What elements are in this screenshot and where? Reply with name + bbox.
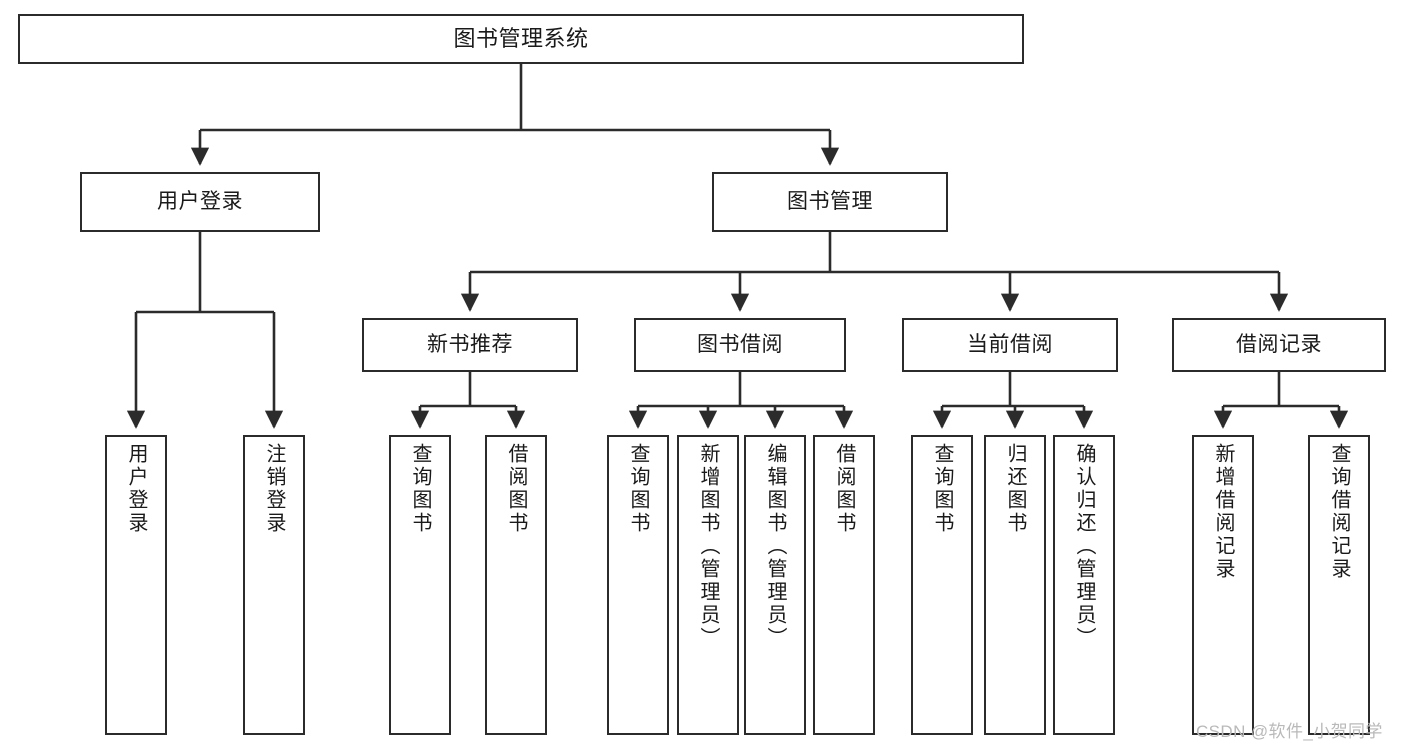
node-leaf-confirm-return-label: 确认归还（管理员） [1073, 443, 1095, 650]
node-leaf-borrow-book-1-label: 借阅图书 [505, 443, 527, 535]
node-leaf-query-book-2[interactable]: 查询图书 [607, 435, 669, 735]
node-new-book-rec[interactable]: 新书推荐 [362, 318, 578, 372]
node-leaf-user-login-label: 用户登录 [125, 443, 147, 535]
node-borrow-record[interactable]: 借阅记录 [1172, 318, 1386, 372]
node-leaf-logout-label: 注销登录 [263, 443, 285, 535]
node-leaf-borrow-book-2[interactable]: 借阅图书 [813, 435, 875, 735]
csdn-watermark: CSDN @软件_小贺同学 [1196, 722, 1383, 741]
node-current-borrow-label: 当前借阅 [967, 332, 1053, 356]
node-book-borrow[interactable]: 图书借阅 [634, 318, 846, 372]
node-leaf-logout[interactable]: 注销登录 [243, 435, 305, 735]
node-leaf-return-book-label: 归还图书 [1004, 443, 1026, 535]
node-leaf-add-book-label: 新增图书（管理员） [697, 443, 719, 650]
node-leaf-query-book-1[interactable]: 查询图书 [389, 435, 451, 735]
node-leaf-query-book-3-label: 查询图书 [931, 443, 953, 535]
node-leaf-add-record[interactable]: 新增借阅记录 [1192, 435, 1254, 735]
node-book-borrow-label: 图书借阅 [697, 332, 783, 356]
node-leaf-borrow-book-2-label: 借阅图书 [833, 443, 855, 535]
node-leaf-add-book[interactable]: 新增图书（管理员） [677, 435, 739, 735]
node-leaf-edit-book[interactable]: 编辑图书（管理员） [744, 435, 806, 735]
node-leaf-query-book-2-label: 查询图书 [627, 443, 649, 535]
node-leaf-query-record[interactable]: 查询借阅记录 [1308, 435, 1370, 735]
node-leaf-query-book-3[interactable]: 查询图书 [911, 435, 973, 735]
node-borrow-record-label: 借阅记录 [1236, 332, 1322, 356]
node-leaf-return-book[interactable]: 归还图书 [984, 435, 1046, 735]
node-current-borrow[interactable]: 当前借阅 [902, 318, 1118, 372]
node-leaf-confirm-return[interactable]: 确认归还（管理员） [1053, 435, 1115, 735]
node-leaf-edit-book-label: 编辑图书（管理员） [764, 443, 786, 650]
node-leaf-query-book-1-label: 查询图书 [409, 443, 431, 535]
node-user-login[interactable]: 用户登录 [80, 172, 320, 232]
node-root-label: 图书管理系统 [453, 26, 589, 52]
node-book-manage[interactable]: 图书管理 [712, 172, 948, 232]
node-leaf-borrow-book-1[interactable]: 借阅图书 [485, 435, 547, 735]
node-root[interactable]: 图书管理系统 [18, 14, 1024, 64]
node-book-manage-label: 图书管理 [787, 189, 873, 213]
node-new-book-rec-label: 新书推荐 [427, 332, 513, 356]
node-leaf-user-login[interactable]: 用户登录 [105, 435, 167, 735]
node-leaf-query-record-label: 查询借阅记录 [1328, 443, 1350, 581]
node-leaf-add-record-label: 新增借阅记录 [1212, 443, 1234, 581]
node-user-login-label: 用户登录 [157, 189, 243, 213]
